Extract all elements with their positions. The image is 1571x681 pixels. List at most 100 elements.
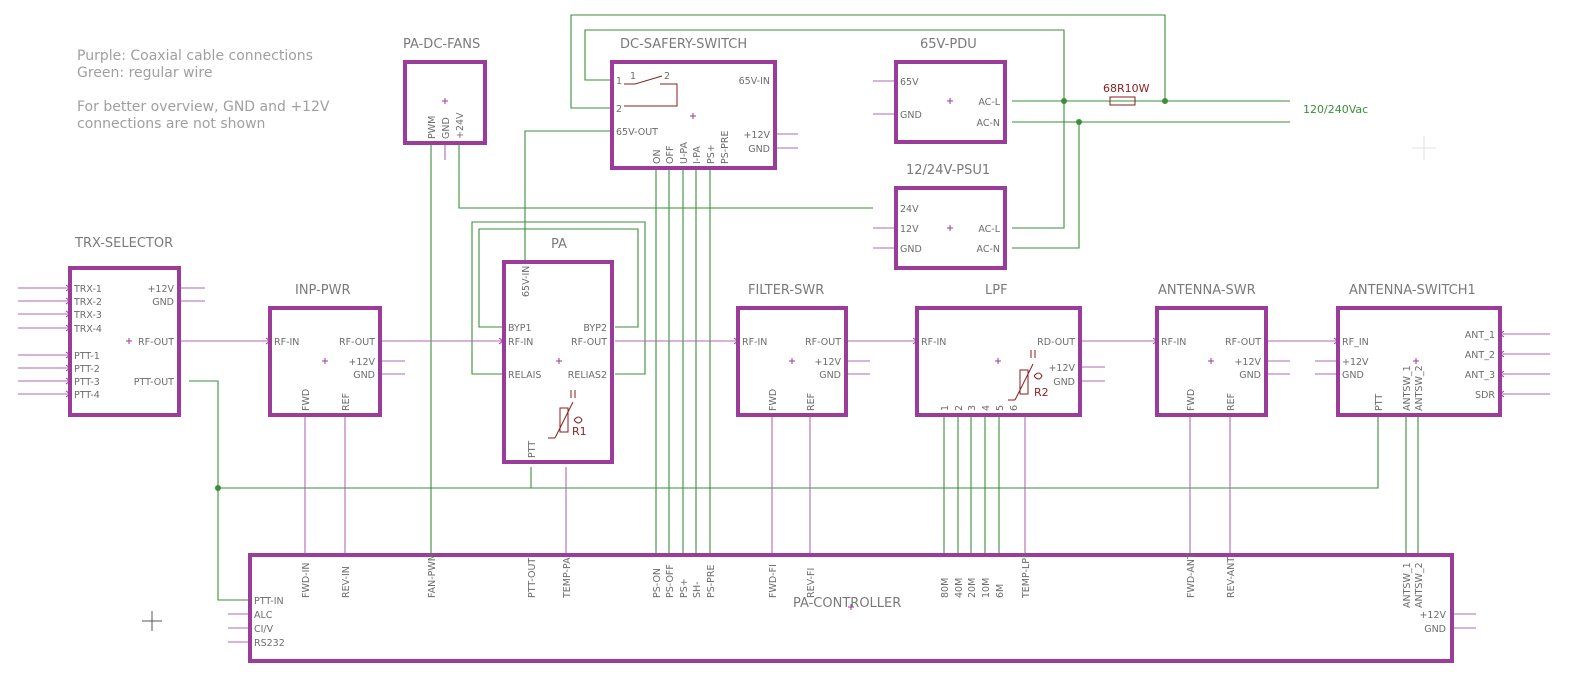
pin-ptt: PTT <box>527 441 538 458</box>
pin-ps-pre: PS-PRE <box>720 130 731 164</box>
pin-24v: +24V <box>455 112 466 139</box>
resistor-label: 68R10W <box>1103 82 1150 95</box>
lpf-title: LPF <box>985 283 1008 298</box>
pin-ptt-in: PTT-IN <box>254 596 284 607</box>
pin-gnd: GND <box>1342 370 1364 381</box>
pin-rf-out: RF-OUT <box>339 337 375 348</box>
pin-rs232: RS232 <box>254 638 285 649</box>
block-pa[interactable]: PA 65V-IN BYP1 BYP2 RF-IN RF-OUT RELAIS … <box>502 237 614 464</box>
pin-rf-out: RF-OUT <box>805 337 841 348</box>
block-inp-pwr[interactable]: INP-PWR RF-IN RF-OUT +12V GND FWD REF <box>268 283 382 417</box>
pin-trx-4: TRX-4 <box>73 324 102 335</box>
pin-fwd: FWD <box>1186 389 1197 411</box>
pin-byp1: BYP1 <box>508 323 532 334</box>
block-trx-selector[interactable]: TRX-SELECTOR TRX-1 TRX-2 TRX-3 TRX-4 PTT… <box>68 236 181 417</box>
regular-wires <box>189 14 1419 601</box>
pin-ps-pre: PS-PRE <box>706 564 717 598</box>
pin-ptt-2: PTT-2 <box>74 364 100 375</box>
pin-6: 6 <box>1009 405 1020 411</box>
note-line-2: Green: regular wire <box>77 65 212 81</box>
pin-fwd-fi: FWD-FI <box>768 564 779 598</box>
pin-ant-3: ANT_3 <box>1465 370 1495 381</box>
pin-10m: 10M <box>981 578 992 598</box>
origin-marks <box>126 98 1419 610</box>
r2-label: R2 <box>1034 386 1049 399</box>
pin-ptt-3: PTT-3 <box>74 377 100 388</box>
legend-notes: Purple: Coaxial cable connections Green:… <box>77 48 330 132</box>
pin-pwm: PWM <box>427 116 438 139</box>
pa-controller-title: PA-CONTROLLER <box>793 596 901 611</box>
pin-fwd-ant: FWD-ANT <box>1186 553 1197 598</box>
block-lpf[interactable]: LPF RF-IN RD-OUT +12V GND 1 2 3 4 5 6 R2 <box>915 283 1082 417</box>
pin-gnd: GND <box>900 110 922 121</box>
pin-ps-plus: PS+ <box>679 578 690 598</box>
pin-gnd: GND <box>353 370 375 381</box>
faint-crosshair <box>1412 136 1436 160</box>
pin-ptt-out: PTT-OUT <box>527 558 538 598</box>
thermistor-r2: R2 <box>1008 350 1049 401</box>
pin-byp2: BYP2 <box>583 323 607 334</box>
block-antenna-switch[interactable]: ANTENNA-SWITCH1 RF_IN +12V GND ANT_1 ANT… <box>1336 283 1502 417</box>
pin-antsw-1: ANTSW_1 <box>1402 562 1413 608</box>
pin-65v-in: 65V-IN <box>739 76 770 87</box>
block-pa-dc-fans[interactable]: PA-DC-FANS PWM GND +24V <box>403 37 487 145</box>
dc-safety-title: DC-SAFERY-SWITCH <box>620 37 747 52</box>
pin-gnd: GND <box>1053 377 1075 388</box>
pin-ref: REF <box>806 393 817 411</box>
pin-3: 3 <box>967 405 978 411</box>
pin-12v: +12V <box>1048 363 1075 374</box>
pin-12v: +12V <box>1234 357 1261 368</box>
r1-label: R1 <box>572 425 587 438</box>
note-line-1: Purple: Coaxial cable connections <box>77 48 313 64</box>
block-filter-swr[interactable]: FILTER-SWR RF-IN RF-OUT +12V GND FWD REF <box>736 283 848 417</box>
pin-gnd: GND <box>819 370 841 381</box>
pin-65v-out: 65V-OUT <box>616 127 658 138</box>
pin-5: 5 <box>995 405 1006 411</box>
pin-alc: ALC <box>254 610 273 621</box>
switch-pin-1: 1 <box>630 71 636 82</box>
mains-label: 120/240Vac <box>1303 103 1368 116</box>
pin-ptt-4: PTT-4 <box>74 390 100 401</box>
block-65v-pdu[interactable]: 65V-PDU 65V GND AC-L AC-N <box>894 37 1007 144</box>
pin-65v: 65V <box>900 77 919 88</box>
pin-ac-n: AC-N <box>977 118 1001 129</box>
pin-gnd: GND <box>441 117 452 139</box>
pin-civ: CI/V <box>254 624 274 635</box>
block-12-24v-psu[interactable]: 12/24V-PSU1 24V 12V GND AC-L AC-N <box>894 163 1007 270</box>
pin-rev-in: REV-IN <box>341 566 352 598</box>
pin-fwd: FWD <box>301 389 312 411</box>
pin-relais2: RELIAS2 <box>568 370 607 381</box>
pin-antsw-2: ANTSW_2 <box>1414 562 1425 608</box>
pin-rf-in: RF-IN <box>508 337 533 348</box>
pin-ref: REF <box>1226 393 1237 411</box>
pin-ptt-out: PTT-OUT <box>134 377 174 388</box>
block-antenna-swr[interactable]: ANTENNA-SWR RF-IN RF-OUT +12V GND FWD RE… <box>1155 283 1268 417</box>
pin-12v: 12V <box>900 224 919 235</box>
pin-sh-minus: SH- <box>692 581 703 598</box>
pin-off: OFF <box>665 146 676 164</box>
block-pa-controller[interactable]: PA-CONTROLLER PTT-IN ALC CI/V RS232 +12V… <box>248 553 1454 663</box>
pin-40m: 40M <box>954 578 965 598</box>
pin-2: 2 <box>616 104 622 115</box>
pin-antsw-2: ANTSW_2 <box>1414 365 1425 411</box>
pin-gnd: GND <box>1424 624 1446 635</box>
pin-gnd: GND <box>748 144 770 155</box>
pin-temp-lpf: TEMP-LPF <box>1021 553 1032 599</box>
pin-u-pa: U-PA <box>679 141 690 164</box>
pin-i-pa: I-PA <box>692 146 703 164</box>
pin-rf-out: RF-OUT <box>1225 337 1261 348</box>
pin-rd-out: RD-OUT <box>1037 337 1075 348</box>
pin-12v: +12V <box>814 357 841 368</box>
pin-6m: 6M <box>995 584 1006 598</box>
trx-selector-title: TRX-SELECTOR <box>74 236 173 251</box>
pin-ac-n: AC-N <box>977 244 1001 255</box>
resistor-68r10w: 68R10W <box>1103 82 1150 106</box>
pin-rf-in: RF-IN <box>742 337 767 348</box>
pin-gnd: GND <box>152 297 174 308</box>
pin-2: 2 <box>954 405 965 411</box>
antenna-swr-title: ANTENNA-SWR <box>1158 283 1256 298</box>
pin-80m: 80M <box>940 578 951 598</box>
pdu-title: 65V-PDU <box>920 37 977 52</box>
block-dc-safety-switch[interactable]: DC-SAFERY-SWITCH 1 2 1 2 65V-IN 65V-OUT … <box>610 37 777 170</box>
pin-ac-l: AC-L <box>978 97 1000 108</box>
